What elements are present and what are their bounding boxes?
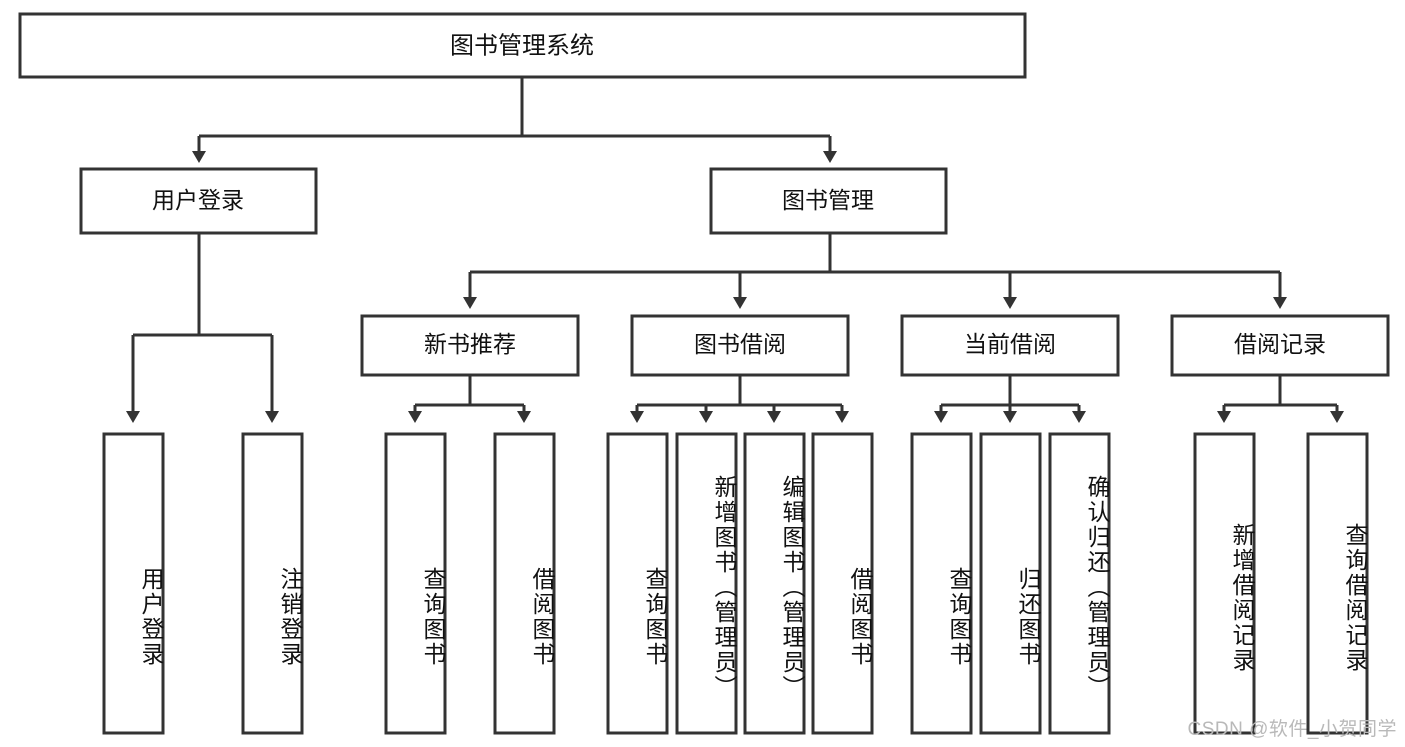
node-new-book-recommend-rect[interactable] bbox=[360, 314, 580, 377]
node-user-login[interactable]: 用户登录 bbox=[79, 167, 318, 235]
leaf-rect-new-book-2[interactable] bbox=[493, 432, 556, 735]
leaf-rects bbox=[102, 432, 1369, 735]
leaf-rect-book-borrow-3[interactable] bbox=[743, 432, 806, 735]
edges-root-to-level2 bbox=[192, 78, 837, 163]
leaf-rect-current-borrow-1[interactable] bbox=[910, 432, 973, 735]
leaf-rect-user-login-2[interactable] bbox=[241, 432, 304, 735]
node-new-book-recommend-label: 新书推荐 bbox=[424, 331, 516, 357]
csdn-watermark: CSDN @软件_小贺同学 bbox=[1187, 719, 1397, 740]
leaf-rect-user-login-1[interactable] bbox=[102, 432, 165, 735]
leaf-rect-book-borrow-2[interactable] bbox=[675, 432, 738, 735]
node-borrow-record-label: 借阅记录 bbox=[1234, 331, 1326, 357]
node-root-rect[interactable] bbox=[18, 12, 1027, 79]
leaf-rect-book-borrow-1[interactable] bbox=[606, 432, 669, 735]
leaf-rect-current-borrow-2[interactable] bbox=[979, 432, 1042, 735]
node-current-borrow[interactable]: 当前借阅 bbox=[900, 314, 1120, 377]
edges-borrow-record-to-leaves bbox=[1217, 375, 1344, 423]
edges-new-book-recommend-to-leaves bbox=[408, 375, 531, 423]
edges-book-manage-to-level3 bbox=[463, 233, 1287, 309]
node-book-manage-rect[interactable] bbox=[709, 167, 948, 235]
node-current-borrow-label: 当前借阅 bbox=[964, 331, 1056, 357]
leaf-rect-current-borrow-3[interactable] bbox=[1048, 432, 1111, 735]
leaf-rect-borrow-record-1[interactable] bbox=[1193, 432, 1256, 735]
node-root-label: 图书管理系统 bbox=[450, 32, 594, 59]
node-borrow-record[interactable]: 借阅记录 bbox=[1170, 314, 1390, 377]
node-book-borrow-label: 图书借阅 bbox=[694, 331, 786, 357]
node-current-borrow-rect[interactable] bbox=[900, 314, 1120, 377]
node-book-borrow-rect[interactable] bbox=[630, 314, 850, 377]
node-book-manage[interactable]: 图书管理 bbox=[709, 167, 948, 235]
leaf-rect-borrow-record-2[interactable] bbox=[1306, 432, 1369, 735]
edges-book-borrow-to-leaves bbox=[630, 375, 849, 423]
edges-current-borrow-to-leaves bbox=[934, 375, 1086, 423]
node-user-login-label: 用户登录 bbox=[152, 187, 244, 213]
node-borrow-record-rect[interactable] bbox=[1170, 314, 1390, 377]
node-book-borrow[interactable]: 图书借阅 bbox=[630, 314, 850, 377]
node-user-login-rect[interactable] bbox=[79, 167, 318, 235]
edges-user-login-to-leaves bbox=[126, 233, 279, 423]
node-new-book-recommend[interactable]: 新书推荐 bbox=[360, 314, 580, 377]
node-root[interactable]: 图书管理系统 bbox=[18, 12, 1027, 79]
node-book-manage-label: 图书管理 bbox=[782, 187, 874, 213]
leaf-rect-book-borrow-4[interactable] bbox=[811, 432, 874, 735]
leaf-rect-new-book-1[interactable] bbox=[384, 432, 447, 735]
